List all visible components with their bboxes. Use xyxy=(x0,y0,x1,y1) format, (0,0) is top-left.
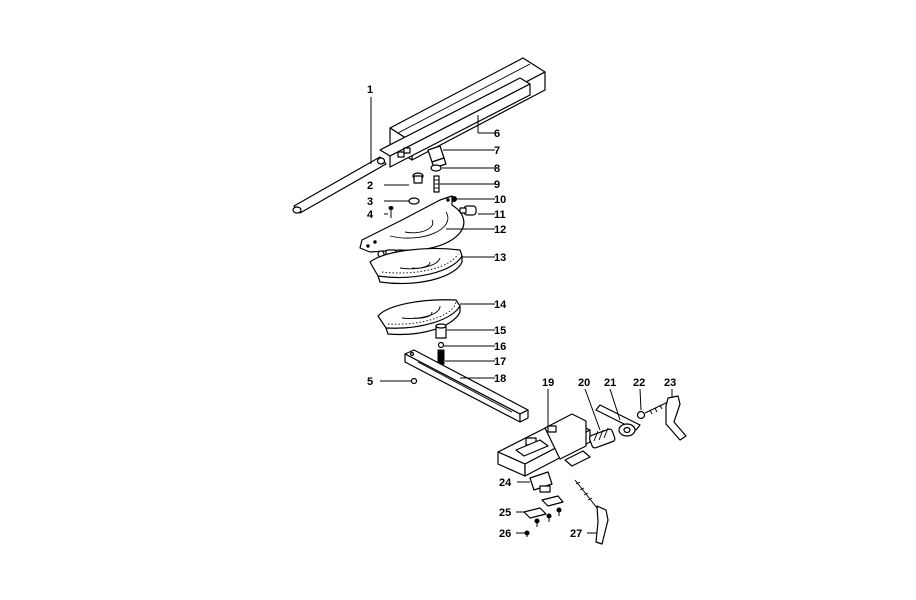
clamp-handle xyxy=(644,395,687,441)
label-7: 7 xyxy=(494,145,500,157)
label-24: 24 xyxy=(499,477,512,489)
spring-17 xyxy=(437,349,445,365)
label-15: 15 xyxy=(494,325,506,337)
label-23: 23 xyxy=(664,377,676,389)
fence-bar xyxy=(292,156,387,214)
scale-plate xyxy=(369,247,463,285)
slide-housing xyxy=(497,413,591,477)
knob-screw-2 xyxy=(412,172,424,184)
leader-lines xyxy=(370,97,673,534)
label-12: 12 xyxy=(494,224,506,236)
index-plate xyxy=(377,299,461,336)
label-18: 18 xyxy=(494,373,506,385)
part-labels: 1 2 3 4 5 6 7 8 9 10 11 12 13 14 15 16 1… xyxy=(367,84,676,540)
ball-16 xyxy=(437,341,445,349)
label-5: 5 xyxy=(367,376,373,388)
label-3: 3 xyxy=(367,196,373,208)
knob-11 xyxy=(459,205,477,216)
clamp-plate xyxy=(595,404,641,437)
washer-3 xyxy=(408,197,420,205)
label-25: 25 xyxy=(499,507,511,519)
label-27: 27 xyxy=(570,528,582,540)
label-6: 6 xyxy=(494,128,500,140)
protractor-bracket xyxy=(359,195,465,253)
label-10: 10 xyxy=(494,194,506,206)
spring-20 xyxy=(588,427,616,449)
label-21: 21 xyxy=(604,377,616,389)
label-26: 26 xyxy=(499,528,511,540)
label-4: 4 xyxy=(367,209,374,221)
clip-25 xyxy=(523,495,564,519)
label-11: 11 xyxy=(494,209,506,221)
washer-8 xyxy=(430,164,442,172)
label-14: 14 xyxy=(494,299,507,311)
nut-5 xyxy=(410,377,418,385)
screw-4 xyxy=(388,206,394,218)
label-2: 2 xyxy=(367,180,373,192)
label-22: 22 xyxy=(633,377,645,389)
miter-bar xyxy=(404,349,529,423)
label-8: 8 xyxy=(494,163,500,175)
fence-rail xyxy=(379,57,546,168)
label-19: 19 xyxy=(542,377,554,389)
label-20: 20 xyxy=(578,377,590,389)
label-13: 13 xyxy=(494,252,506,264)
clamp-jaw xyxy=(529,471,553,493)
bolt-9 xyxy=(433,175,440,193)
nut-22 xyxy=(636,410,646,420)
label-1: 1 xyxy=(367,84,373,96)
lever-handle xyxy=(574,479,609,545)
label-17: 17 xyxy=(494,356,506,368)
bushing-15 xyxy=(435,323,447,339)
label-9: 9 xyxy=(494,179,500,191)
label-16: 16 xyxy=(494,341,506,353)
